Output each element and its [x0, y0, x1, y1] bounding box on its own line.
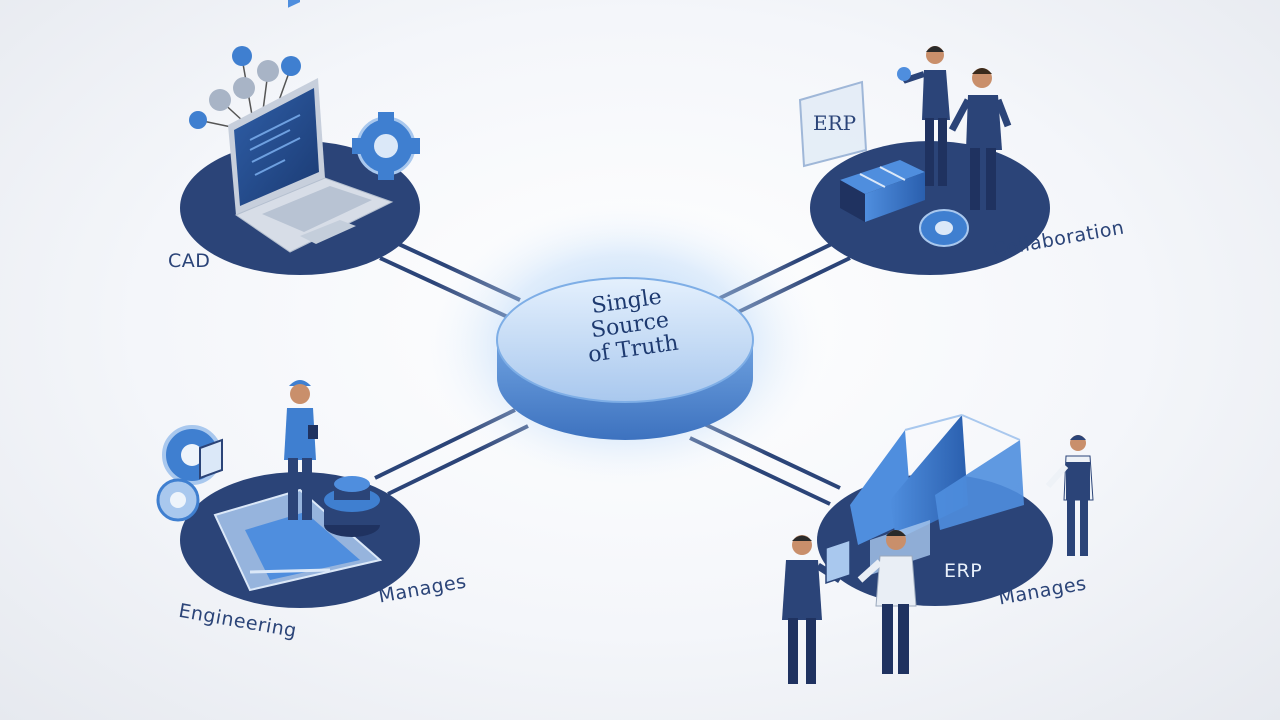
- label-cad: CAD: [168, 250, 211, 272]
- person-icon: [897, 46, 950, 186]
- laptop-icon: [228, 0, 394, 253]
- node-cad: [180, 0, 420, 275]
- gear-icon: [352, 112, 420, 180]
- glass-sign: ERP: [798, 80, 868, 168]
- hub-disc: [415, 195, 835, 495]
- floor-panel: [213, 488, 383, 592]
- stacked-discs-icon: [324, 476, 380, 537]
- person-icon: [857, 530, 917, 674]
- gear-icon: [919, 209, 969, 247]
- node-engineering: [156, 380, 420, 608]
- balloons-icon: [189, 46, 301, 129]
- technician-icon: [1045, 435, 1094, 556]
- person-icon: [782, 535, 851, 684]
- boxes-icon: [840, 160, 925, 222]
- glass-sign-text: ERP: [813, 111, 856, 135]
- node-erp: [782, 414, 1094, 684]
- label-erp: ERP: [944, 560, 983, 582]
- gears-icon: [156, 425, 223, 522]
- node-collaboration: ERP: [798, 46, 1050, 275]
- engineer-icon: [284, 380, 318, 520]
- person-icon: [948, 68, 1012, 210]
